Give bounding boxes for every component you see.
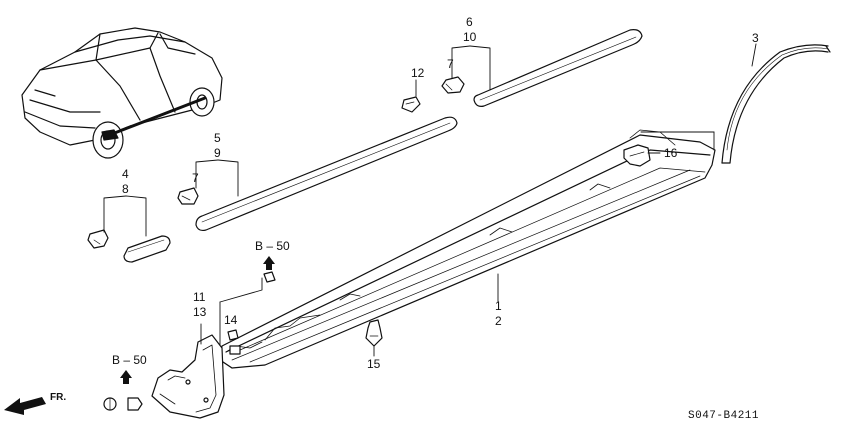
diagram-code: S047-B4211: [688, 410, 760, 422]
front-label: FR.: [50, 392, 67, 403]
callout-7-front: 7: [192, 171, 199, 185]
callout-8: 8: [122, 182, 129, 196]
callout-3: 3: [752, 31, 759, 45]
clip-14: [227, 329, 239, 341]
callout-11: 11: [193, 290, 206, 304]
callout-12: 12: [411, 66, 425, 80]
callout-16: 16: [664, 146, 678, 160]
clip-7-rear: [441, 76, 465, 94]
callout-4: 4: [122, 167, 129, 181]
ref-arrow-bottom: [120, 370, 132, 384]
front-door-molding: [195, 116, 458, 232]
callout-9: 9: [214, 146, 221, 160]
front-direction-arrow: [4, 397, 46, 415]
clip-15: [365, 319, 383, 347]
mudguard: [151, 334, 225, 419]
ref-label-bottom: B – 50: [112, 353, 147, 367]
callout-leaders: [103, 43, 757, 357]
clip-16: [623, 144, 651, 167]
callout-7-rear: 7: [447, 57, 454, 71]
clip-8: [87, 229, 109, 249]
ref-label-top: B – 50: [255, 239, 290, 253]
car-illustration: [21, 27, 223, 159]
callout-5: 5: [214, 131, 221, 145]
fender-molding: [123, 235, 171, 263]
callout-6: 6: [466, 15, 473, 29]
callout-2: 2: [495, 314, 502, 328]
callout-14: 14: [224, 313, 238, 327]
ref-arrow-top: [263, 256, 275, 270]
clip-b50-top: [263, 271, 276, 283]
callout-1: 1: [495, 299, 502, 313]
clip-7-front: [177, 187, 199, 205]
clip-12: [401, 96, 421, 113]
callout-15: 15: [367, 357, 381, 371]
rear-door-molding: [473, 29, 643, 107]
screw-bolt: [103, 397, 143, 411]
callout-13: 13: [193, 305, 207, 319]
callout-10: 10: [463, 30, 477, 44]
wheel-arch-molding: [721, 44, 831, 164]
